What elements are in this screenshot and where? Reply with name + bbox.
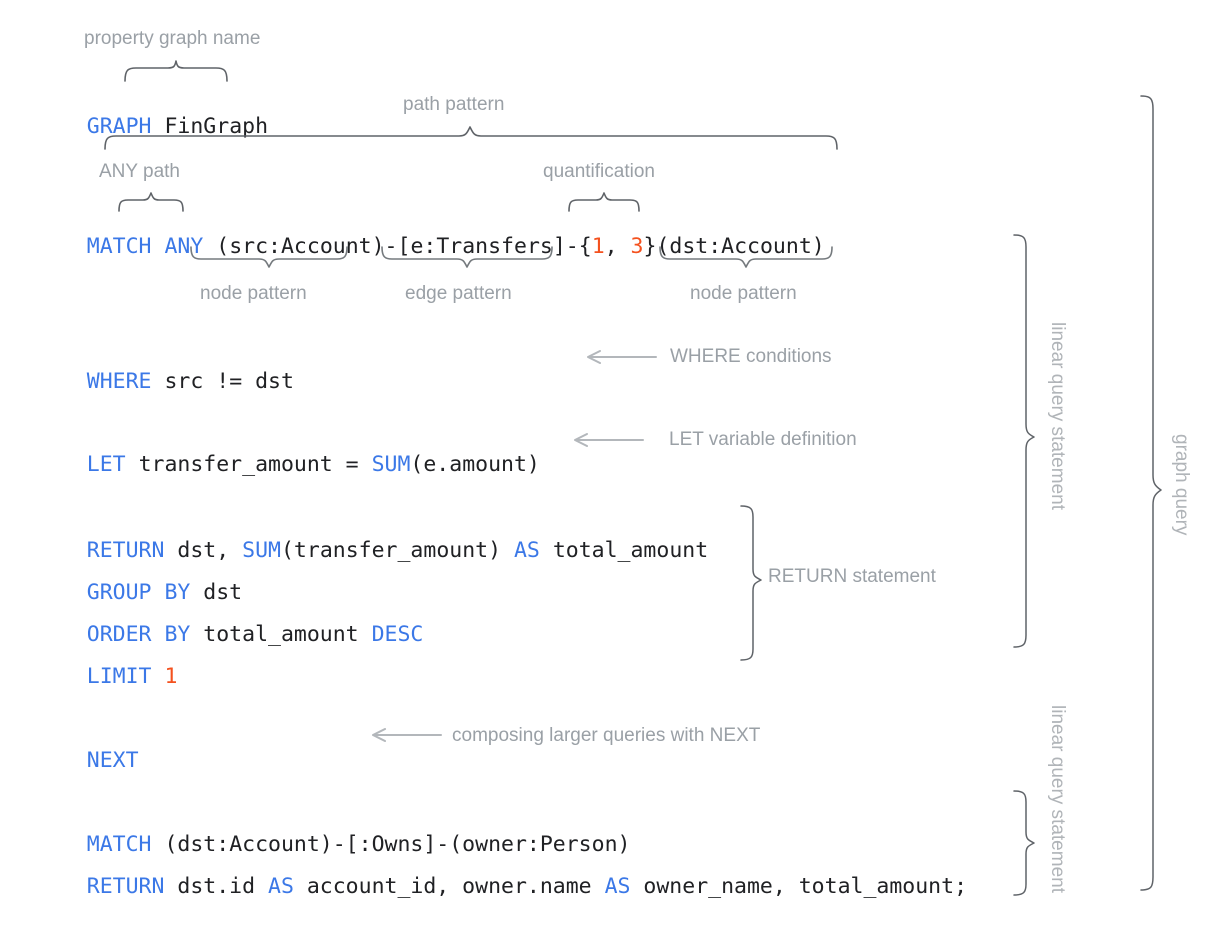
let-lhs: transfer_amount = bbox=[138, 452, 372, 477]
dash-1: - bbox=[384, 234, 398, 259]
keyword-return: RETURN bbox=[86, 538, 165, 563]
keyword-any: ANY bbox=[164, 234, 204, 259]
annotation-linear-query-statement-1: linear query statement bbox=[1047, 322, 1068, 510]
code-line-return-2: RETURN dst.id AS account_id, owner.name … bbox=[35, 848, 967, 926]
annotation-any-path: ANY path bbox=[99, 161, 180, 182]
annotation-let-variable-definition: LET variable definition bbox=[669, 429, 857, 450]
left-arrow-icon-where bbox=[585, 350, 657, 364]
quantifier-lower: 1 bbox=[591, 234, 605, 259]
node-pattern-src: (src:Account) bbox=[216, 234, 385, 259]
sp4 bbox=[126, 452, 139, 477]
return-2-col-2: account_id, owner.name bbox=[293, 874, 605, 899]
limit-value: 1 bbox=[164, 664, 178, 689]
return-alias: total_amount bbox=[539, 538, 709, 563]
keyword-return-2: RETURN bbox=[86, 874, 165, 899]
node-pattern-dst: (dst:Account) bbox=[656, 234, 825, 259]
sp7 bbox=[190, 622, 203, 647]
sp3 bbox=[152, 369, 165, 394]
space-1 bbox=[152, 114, 165, 139]
keyword-as-1: AS bbox=[513, 538, 540, 563]
annotation-return-statement: RETURN statement bbox=[768, 566, 936, 587]
keyword-as-2: AS bbox=[268, 874, 294, 899]
where-expression: src != dst bbox=[164, 369, 294, 394]
sp10 bbox=[164, 874, 177, 899]
annotation-graph-query: graph query bbox=[1171, 434, 1192, 536]
quantifier-separator: , bbox=[604, 234, 631, 259]
keyword-order-by: ORDER BY bbox=[86, 622, 191, 647]
left-arrow-icon-let bbox=[572, 433, 644, 447]
code-line-next: NEXT bbox=[35, 722, 139, 800]
graph-name-value: FinGraph bbox=[164, 114, 269, 139]
return-2-col-3: owner_name, total_amount; bbox=[630, 874, 968, 899]
code-line-where: WHERE src != dst bbox=[35, 343, 294, 421]
code-line-graph: GRAPH FinGraph bbox=[35, 88, 268, 166]
function-sum: SUM bbox=[371, 452, 411, 477]
keyword-next: NEXT bbox=[86, 748, 139, 773]
keyword-where: WHERE bbox=[86, 369, 152, 394]
keyword-graph: GRAPH bbox=[86, 114, 152, 139]
order-by-expression: total_amount bbox=[203, 622, 372, 647]
function-sum-2: SUM bbox=[242, 538, 281, 563]
match-2-pattern: (dst:Account)-[:Owns]-(owner:Person) bbox=[164, 832, 631, 857]
keyword-match: MATCH bbox=[86, 234, 152, 259]
code-line-let: LET transfer_amount = SUM(e.amount) bbox=[35, 426, 540, 504]
brace-down-property-graph-name bbox=[124, 60, 228, 82]
code-line-match: MATCH ANY (src:Account)-[e:Transfers]-{1… bbox=[35, 208, 825, 286]
annotation-path-pattern: path pattern bbox=[403, 94, 505, 115]
annotation-property-graph-name: property graph name bbox=[84, 28, 261, 49]
let-args: (e.amount) bbox=[410, 452, 540, 477]
quantifier-upper: 3 bbox=[630, 234, 644, 259]
left-arrow-icon-next bbox=[370, 728, 442, 742]
annotation-where-conditions: WHERE conditions bbox=[670, 346, 832, 367]
return-2-col-1: dst.id bbox=[177, 874, 269, 899]
brace-right-return-statement bbox=[740, 505, 762, 661]
return-args: (transfer_amount) bbox=[280, 538, 514, 563]
dash-2: - bbox=[565, 234, 579, 259]
keyword-limit: LIMIT bbox=[86, 664, 152, 689]
code-line-limit: LIMIT 1 bbox=[35, 638, 178, 716]
keyword-let: LET bbox=[86, 452, 126, 477]
keyword-group-by: GROUP BY bbox=[86, 580, 191, 605]
sp2 bbox=[203, 234, 216, 259]
annotation-edge-pattern: edge pattern bbox=[405, 283, 512, 304]
annotation-node-pattern-left: node pattern bbox=[200, 283, 307, 304]
annotation-quantification: quantification bbox=[543, 161, 655, 182]
sp bbox=[152, 234, 165, 259]
code-line-return-1: RETURN dst, SUM(transfer_amount) AS tota… bbox=[35, 512, 708, 590]
return-columns-a: dst, bbox=[177, 538, 243, 563]
brace-right-linear-query-statement-1 bbox=[1013, 234, 1035, 648]
keyword-match-2: MATCH bbox=[86, 832, 152, 857]
brace-right-graph-query bbox=[1140, 95, 1162, 891]
code-line-match-2: MATCH (dst:Account)-[:Owns]-(owner:Perso… bbox=[35, 806, 631, 884]
code-line-order-by: ORDER BY total_amount DESC bbox=[35, 596, 424, 674]
quantifier-close: } bbox=[643, 234, 657, 259]
annotation-linear-query-statement-2: linear query statement bbox=[1047, 705, 1068, 893]
annotation-composing-next: composing larger queries with NEXT bbox=[452, 725, 761, 746]
edge-pattern-transfers: [e:Transfers] bbox=[397, 234, 566, 259]
quantifier-open: { bbox=[578, 234, 592, 259]
group-by-expression: dst bbox=[203, 580, 243, 605]
sp8 bbox=[152, 664, 165, 689]
keyword-desc: DESC bbox=[371, 622, 424, 647]
annotation-node-pattern-right: node pattern bbox=[690, 283, 797, 304]
brace-right-linear-query-statement-2 bbox=[1013, 790, 1035, 896]
code-line-group-by: GROUP BY dst bbox=[35, 554, 242, 632]
keyword-as-3: AS bbox=[604, 874, 631, 899]
